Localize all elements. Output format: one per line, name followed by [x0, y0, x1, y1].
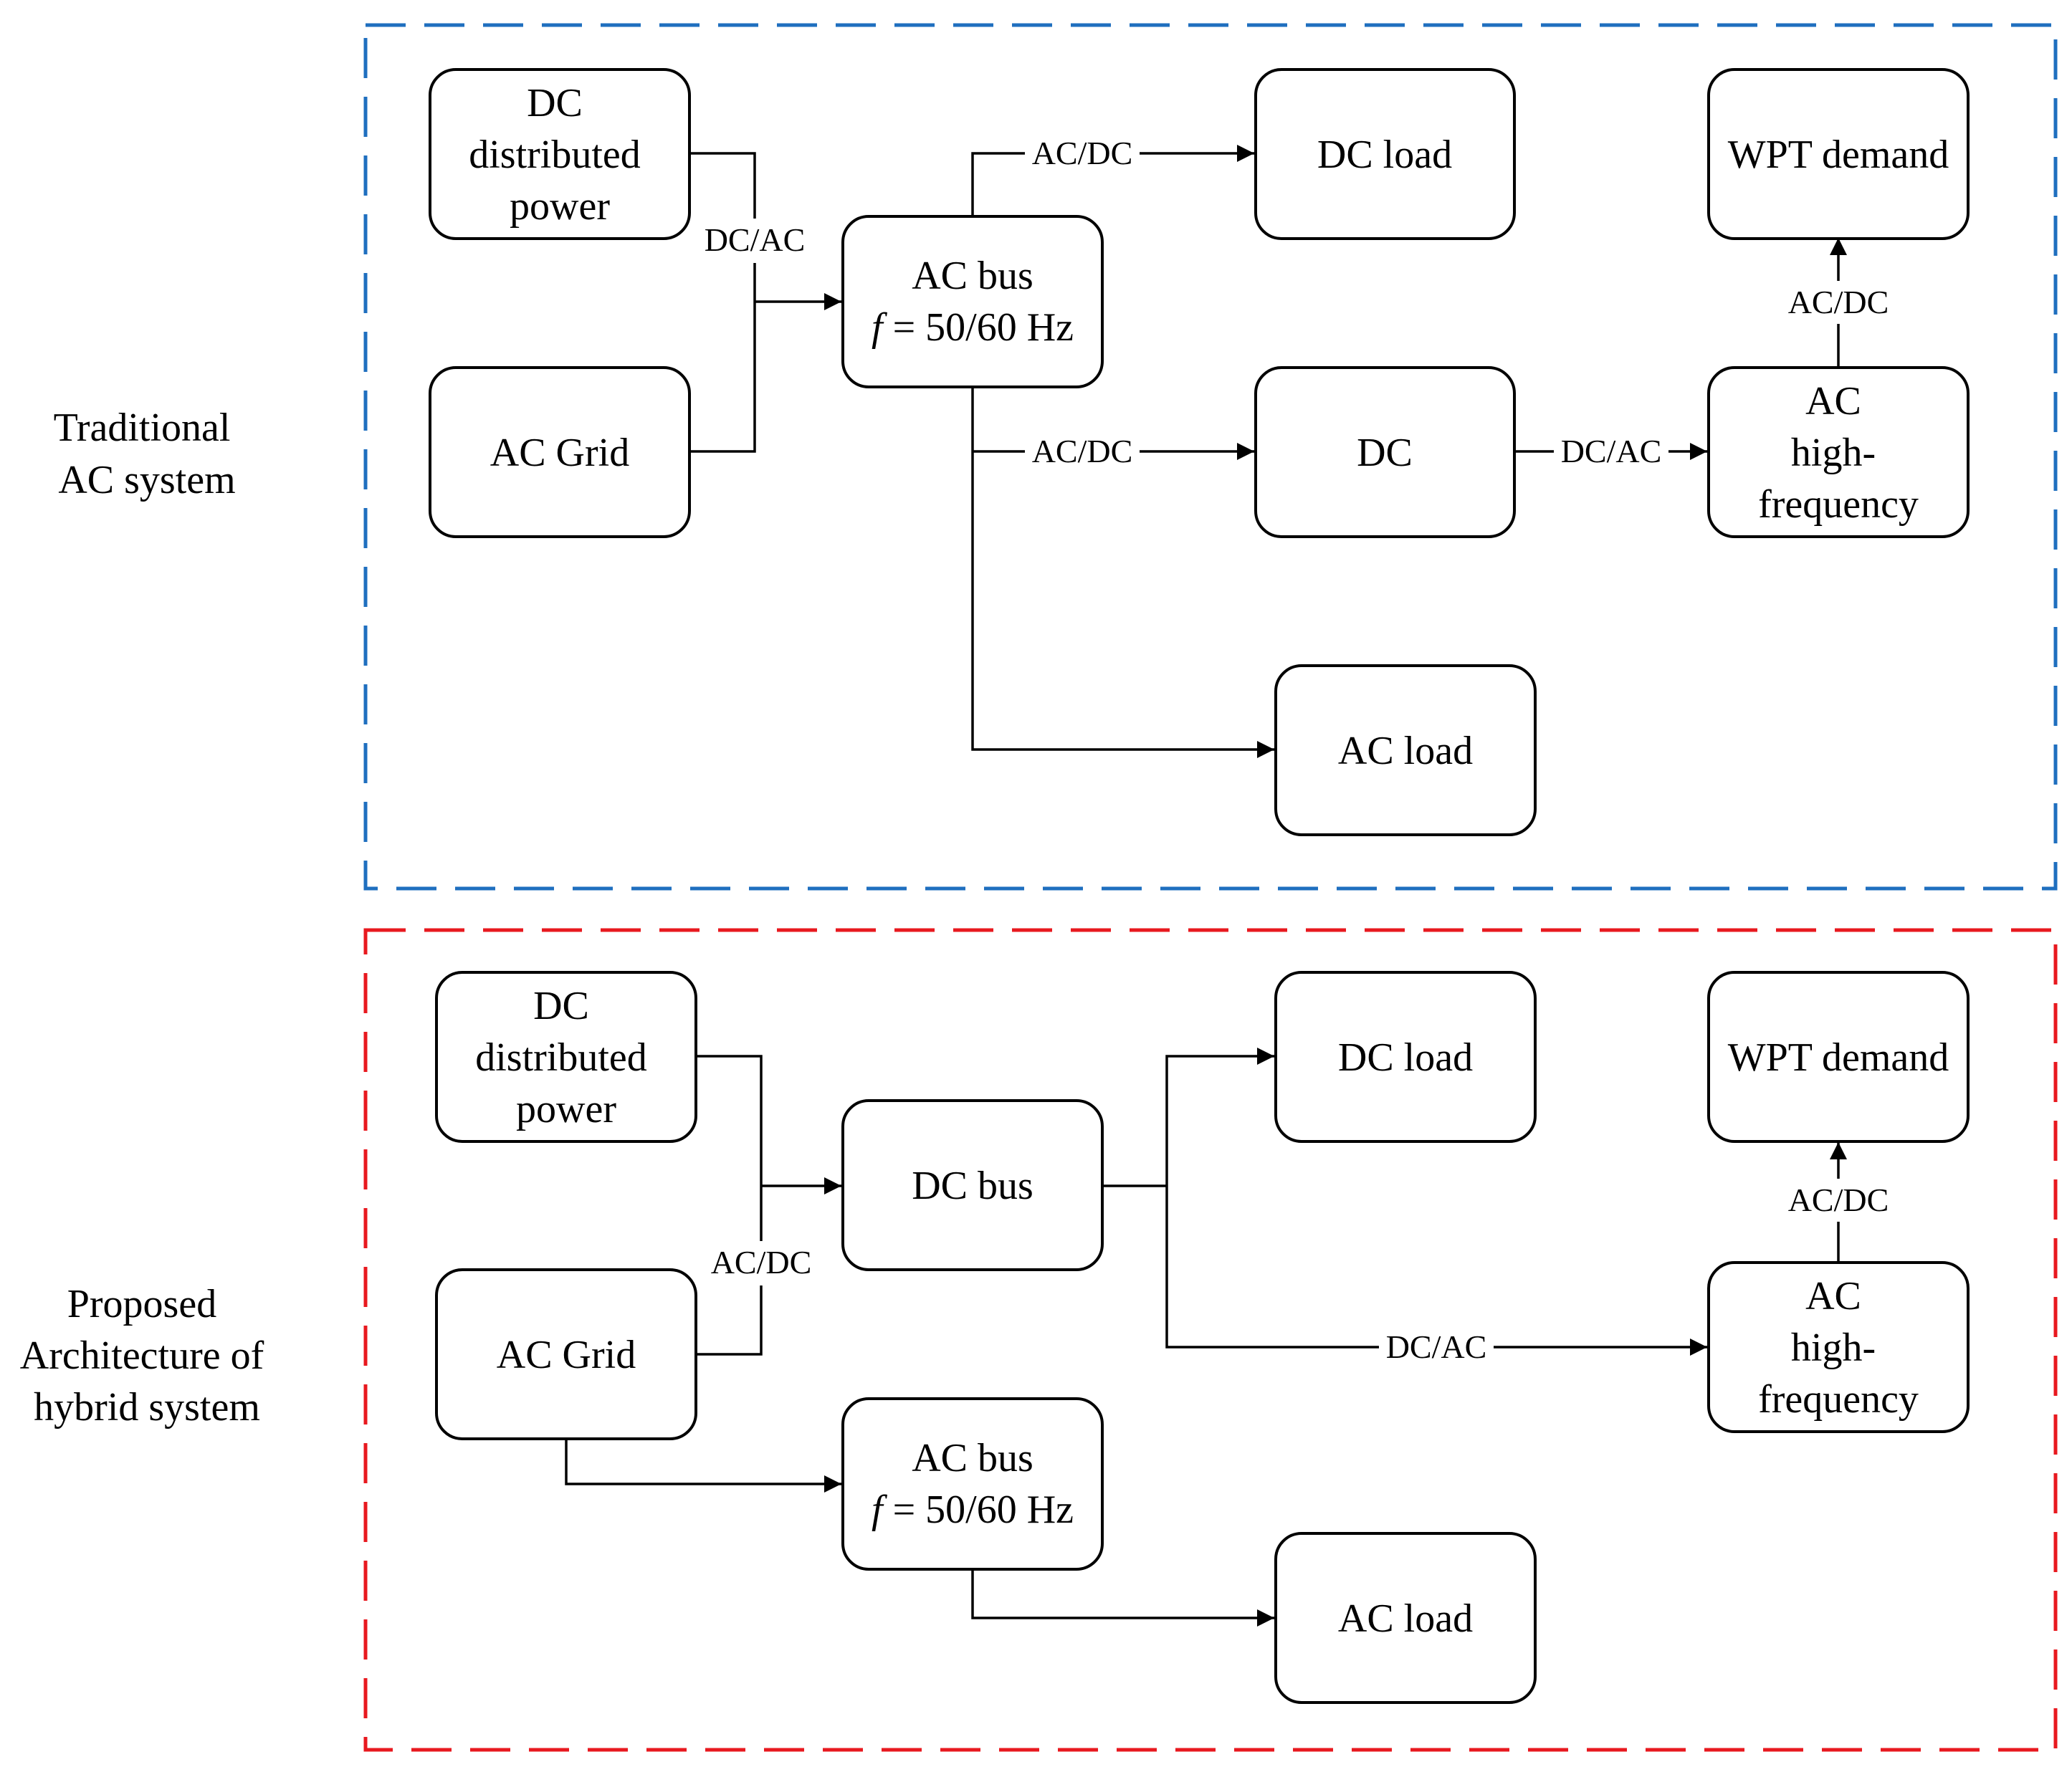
node-ac-grid: AC Grid — [429, 366, 691, 538]
traditional-frame — [363, 23, 2058, 891]
svg-text:AC load: AC load — [1338, 729, 1473, 773]
traditional-label: Traditional AC system — [54, 406, 241, 502]
svg-text:WPT demand: WPT demand — [1728, 133, 1949, 177]
node-dc: DC — [1254, 366, 1516, 538]
node-wpt-demand: WPT demand — [1707, 971, 1970, 1143]
node-dc-load: DC load — [1274, 971, 1537, 1143]
converter-label: DC/AC — [1561, 433, 1662, 469]
svg-text:WPT demand: WPT demand — [1728, 1035, 1949, 1080]
node-dc-load: DC load — [1254, 68, 1516, 240]
converter-label: AC/DC — [1788, 1182, 1889, 1218]
node-ac-bus: AC bus f = 50/60 Hz — [841, 215, 1104, 388]
svg-text:AC high- frequ: AC high- frequency — [1758, 379, 1919, 527]
svg-text:DC distributed: DC distributed power — [475, 984, 657, 1131]
converter-label: AC/DC — [1032, 433, 1133, 469]
wire-junction-to-ac-hf — [1165, 1186, 1707, 1356]
svg-text:DC: DC — [1357, 431, 1413, 475]
converter-label: AC/DC — [711, 1244, 812, 1280]
node-ac-bus: AC bus f = 50/60 Hz — [841, 1397, 1104, 1571]
wire-junction-to-dc-load — [1165, 1048, 1274, 1186]
svg-text:AC Grid: AC Grid — [490, 431, 629, 475]
converter-label: AC/DC — [1032, 135, 1133, 171]
wire-ac-grid-to-junction — [689, 302, 756, 453]
traditional-section: Traditional AC system DC/AC AC/DC AC/DC … — [54, 23, 2058, 891]
wire-ac-bus-to-ac-load — [971, 1569, 1274, 1627]
svg-text:DC load: DC load — [1317, 133, 1452, 177]
proposed-label: Proposed Architecture of hybrid system — [20, 1282, 274, 1430]
svg-text:AC bus: AC bus — [912, 254, 1033, 298]
node-ac-load: AC load — [1274, 1532, 1537, 1704]
proposed-wires — [565, 1048, 1847, 1627]
svg-text:f = 50/60 Hz: f = 50/60 Hz — [872, 1488, 1074, 1532]
svg-text:AC load: AC load — [1338, 1596, 1473, 1641]
proposed-converter-labels: AC/DC DC/AC AC/DC — [702, 1179, 1901, 1368]
node-dc-distributed-power: DC distributed power — [429, 68, 691, 240]
svg-text:DC load: DC load — [1338, 1035, 1473, 1080]
svg-text:AC bus: AC bus — [912, 1436, 1033, 1480]
node-dc-distributed-power: DC distributed power — [435, 971, 697, 1143]
svg-text:DC bus: DC bus — [912, 1164, 1033, 1208]
converter-label: AC/DC — [1788, 284, 1889, 320]
proposed-frame — [363, 928, 2058, 1752]
node-ac-high-frequency: AC high- frequency — [1707, 366, 1970, 538]
node-ac-grid: AC Grid — [435, 1268, 697, 1440]
node-dc-bus: DC bus — [841, 1099, 1104, 1271]
node-wpt-demand: WPT demand — [1707, 68, 1970, 240]
wire-ac-bus-to-dc-load — [971, 145, 1254, 216]
svg-text:DC distributed: DC distributed power — [469, 81, 651, 229]
node-ac-high-frequency: AC high- frequency — [1707, 1261, 1970, 1433]
proposed-section: Proposed Architecture of hybrid system A… — [20, 928, 2058, 1752]
converter-label: DC/AC — [705, 221, 806, 258]
svg-text:AC high- frequ: AC high- frequency — [1758, 1274, 1919, 1422]
node-ac-load: AC load — [1274, 664, 1537, 836]
traditional-converter-labels: DC/AC AC/DC AC/DC DC/AC AC/DC — [695, 131, 1901, 472]
wire-ac-grid-to-ac-bus — [565, 1439, 841, 1493]
wire-ac-bus-to-ac-load — [971, 387, 1274, 758]
wire-dc-power-to-junction — [696, 1055, 763, 1186]
converter-label: DC/AC — [1386, 1328, 1487, 1365]
svg-text:f = 50/60 Hz: f = 50/60 Hz — [872, 305, 1074, 350]
svg-text:AC Grid: AC Grid — [497, 1333, 636, 1377]
